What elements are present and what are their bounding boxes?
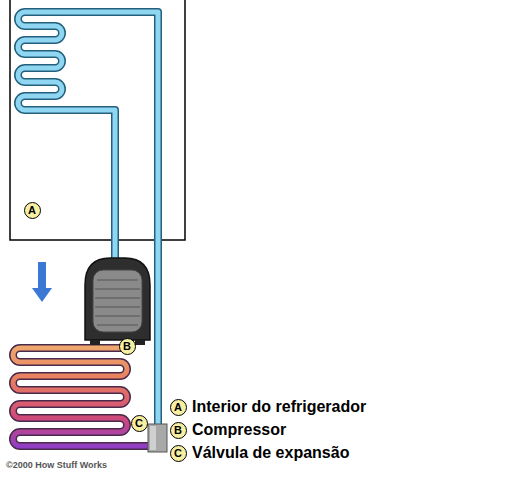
key-text: Válvula de expansão: [192, 444, 349, 462]
condenser-coil: [13, 335, 150, 446]
callout-letter: C: [131, 415, 148, 432]
key-letter: B: [170, 422, 187, 439]
key-letter: C: [170, 445, 187, 462]
copyright-note: ©2000 How Stuff Works: [6, 460, 107, 470]
compressor: [85, 258, 150, 345]
callout-letter: A: [24, 202, 41, 219]
callout-letter: B: [119, 338, 136, 355]
key-text: Interior do refrigerador: [192, 398, 366, 416]
expansion-valve: [148, 424, 167, 452]
key-letter: A: [170, 399, 187, 416]
airflow-arrow: [32, 262, 52, 302]
key-text: Compressor: [192, 421, 286, 439]
